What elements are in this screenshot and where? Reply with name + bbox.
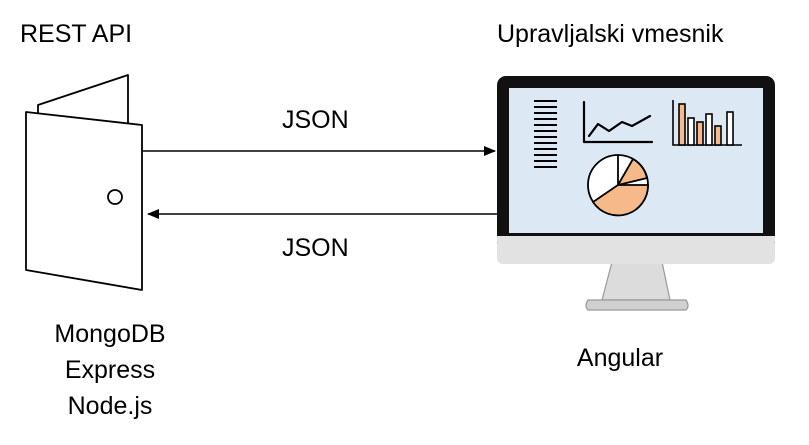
monitor-icon bbox=[497, 76, 775, 311]
rest-api-title: REST API bbox=[20, 20, 133, 48]
door-icon bbox=[25, 74, 143, 291]
frontend-framework-label: Angular bbox=[576, 344, 664, 372]
backend-stack-item: MongoDB bbox=[54, 320, 166, 348]
request-arrow-label: JSON bbox=[282, 106, 349, 134]
text-list-icon bbox=[534, 100, 557, 168]
line-chart-icon bbox=[582, 100, 654, 144]
backend-stack-item: Express bbox=[64, 356, 156, 384]
response-arrow-label: JSON bbox=[282, 234, 349, 262]
pie-chart-icon bbox=[587, 154, 649, 217]
backend-stack-item: Node.js bbox=[67, 392, 153, 420]
backend-stack-list: MongoDB Express Node.js bbox=[0, 316, 220, 424]
bar-chart-icon bbox=[672, 100, 742, 146]
management-interface-title: Upravljalski vmesnik bbox=[497, 20, 724, 48]
